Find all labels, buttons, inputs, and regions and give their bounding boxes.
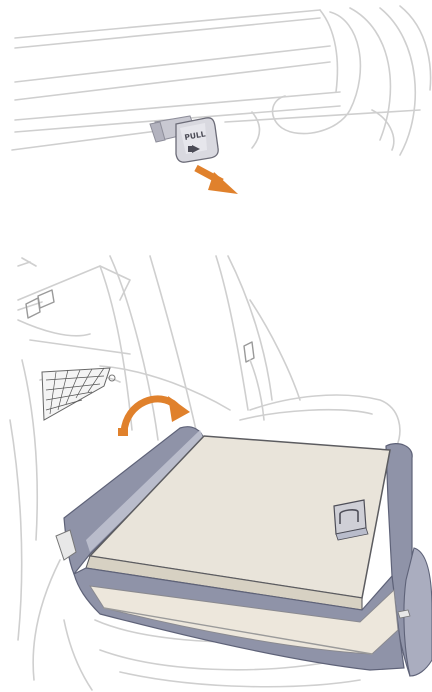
pull-direction-arrow-icon [196,168,238,194]
seat-hook [334,500,368,540]
seat-cushion [56,427,432,676]
release-handle-panel: PULL [12,6,431,194]
pull-handle: PULL [176,118,218,162]
seat-cushion-panel [10,256,432,690]
cargo-net [42,368,115,420]
seat-frame-outline [12,6,431,155]
